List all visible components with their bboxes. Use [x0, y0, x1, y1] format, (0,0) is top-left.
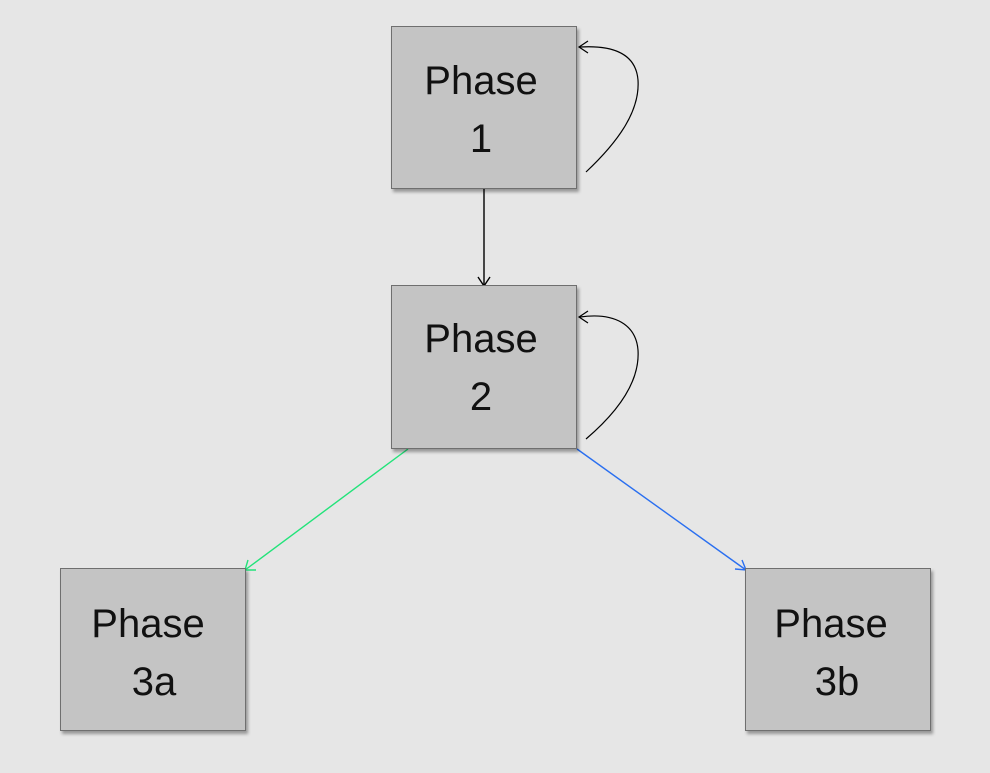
edge-phase2-to-phase3b [576, 448, 748, 571]
node-phase-1-line2: 1 [469, 117, 493, 161]
node-phase-1 [391, 26, 577, 189]
node-phase-3a-line2: 3a [131, 660, 177, 704]
node-phase-2-line1: Phase [424, 317, 538, 361]
node-phase-2-label: Phase 2 [391, 310, 571, 426]
node-phase-3b-line2: 3b [814, 660, 860, 704]
node-phase-3a-label: Phase 3a [58, 595, 238, 711]
node-phase-3a [60, 568, 246, 731]
node-phase-2-line2: 2 [469, 375, 493, 419]
node-phase-3b [745, 568, 931, 731]
node-phase-3b-line1: Phase [774, 602, 888, 646]
node-phase-1-label: Phase 1 [391, 52, 571, 168]
node-phase-3b-label: Phase 3b [741, 595, 921, 711]
edge-phase1-self-loop [577, 40, 639, 173]
node-phase-1-line1: Phase [424, 59, 538, 103]
node-phase-2 [391, 285, 577, 449]
edge-phase2-to-phase3a [244, 448, 409, 571]
node-phase-3a-line1: Phase [91, 602, 205, 646]
edge-phase1-to-phase2 [477, 189, 491, 288]
edge-phase2-self-loop [577, 310, 639, 440]
